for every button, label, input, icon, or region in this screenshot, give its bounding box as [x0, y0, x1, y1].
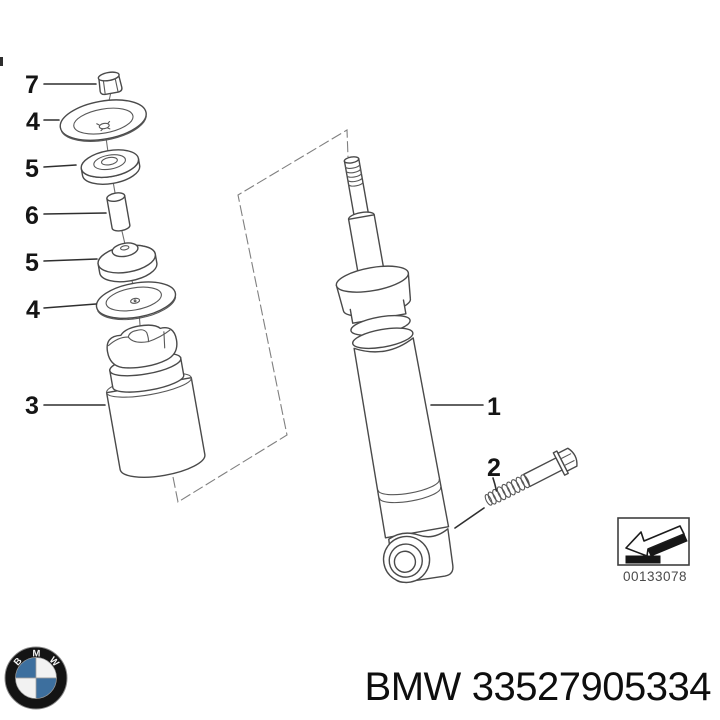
direction-arrow-icon: [625, 525, 688, 564]
bolt-axis-pointer: [454, 507, 485, 529]
callout-4-upper[interactable]: 4: [26, 108, 40, 136]
quadrant-bottom-right: [35, 677, 57, 699]
piston-rod: [343, 156, 385, 274]
body-rings: [350, 314, 414, 350]
leader-lines: [43, 83, 498, 529]
part-cap-nut: [97, 71, 123, 96]
assembly-axis-guide: [172, 129, 349, 503]
reservoir-tube: [353, 337, 450, 539]
callout-7[interactable]: 7: [25, 71, 39, 99]
callout-2[interactable]: 2: [487, 454, 501, 482]
leader-5-lower: [43, 258, 98, 262]
bottom-mount: [382, 528, 454, 584]
leader-5-upper: [43, 164, 77, 168]
callout-numbers: 7 4 5 6 5 4 3 1 2: [25, 71, 501, 482]
callout-1[interactable]: 1: [487, 393, 501, 421]
bolt-head: [557, 447, 578, 472]
leader-4-lower: [43, 303, 97, 309]
part-lower-support: [97, 242, 158, 283]
quadrant-bottom-left: [15, 677, 37, 699]
image-code-block: 00133078: [617, 517, 690, 584]
plate-center-hole: [96, 120, 111, 132]
spring-seat-flange: [335, 265, 412, 324]
leader-2: [492, 477, 498, 492]
bmw-roundel-logo: B M W: [4, 646, 68, 710]
part-spacer-sleeve: [106, 192, 131, 232]
roundel-quadrants: [15, 657, 57, 699]
image-code-label: 00133078: [623, 569, 687, 584]
callout-3[interactable]: 3: [25, 392, 39, 420]
quadrant-top-right: [35, 657, 57, 679]
part-dust-boot: [105, 324, 206, 478]
callout-5-lower[interactable]: 5: [25, 249, 39, 277]
bump-stop: [106, 324, 178, 369]
footer-part-number[interactable]: 33527905334: [472, 665, 712, 709]
quadrant-top-left: [15, 657, 37, 679]
callout-4-lower[interactable]: 4: [26, 296, 40, 324]
part-upper-support: [80, 149, 141, 185]
roundel-letter-m: M: [32, 648, 40, 659]
leader-6: [43, 212, 107, 215]
part-upper-plate: [59, 99, 147, 142]
callout-5-upper[interactable]: 5: [25, 155, 39, 183]
strut-mount-stack: [59, 71, 206, 478]
bolt-shank: [523, 457, 563, 488]
callout-6[interactable]: 6: [25, 202, 39, 230]
boot-tube: [105, 377, 206, 478]
footer-brand: BMW: [365, 665, 462, 709]
bolt-threads: [484, 474, 530, 506]
shock-absorber: [335, 156, 454, 584]
part-lower-plate: [95, 281, 177, 321]
fastening-bolt: [484, 447, 578, 506]
